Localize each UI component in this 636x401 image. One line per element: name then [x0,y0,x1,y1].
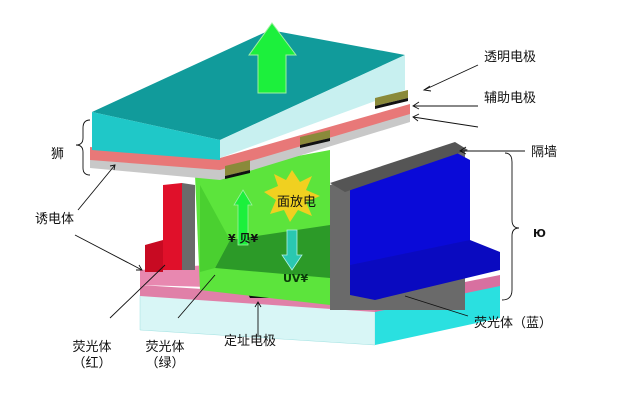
phosphor-red [145,183,195,272]
label-surface-discharge: 面放电 [277,195,317,210]
electrodes [225,90,408,179]
emitted-light-arrow [248,22,297,94]
label-phosphor-green-name: 荧光体 [145,340,185,355]
label-front-substrate: 狮 [51,147,65,162]
label-phosphor-green: 荧光体 （绿） [137,340,193,372]
label-transparent-electrode: 透明电极 [484,50,537,65]
label-dielectric: 诱电体 [35,212,75,227]
label-cell: Ю [533,227,546,240]
label-auxiliary-electrode: 辅助电极 [484,91,537,106]
label-uv-light: UV¥ [283,272,309,285]
barrier-rib [330,142,468,192]
label-barrier-rib: 隔墙 [531,145,558,160]
visible-light-arrow [233,189,253,246]
label-phosphor-green-color: （绿） [145,356,185,371]
front-plate [90,30,410,180]
uv-light-arrow [281,229,303,271]
label-visible-light: ¥ 贝¥ [228,232,259,245]
label-address-electrode: 定址电极 [224,334,277,349]
leader-lines [74,64,525,335]
label-phosphor-red-color: （红） [72,356,112,371]
label-phosphor-red-name: 荧光体 [72,340,112,355]
label-phosphor-red: 荧光体 （红） [64,340,120,372]
label-phosphor-blue: 荧光体（蓝） [474,316,553,331]
discharge-star [264,170,320,222]
phosphor-blue [330,145,500,310]
